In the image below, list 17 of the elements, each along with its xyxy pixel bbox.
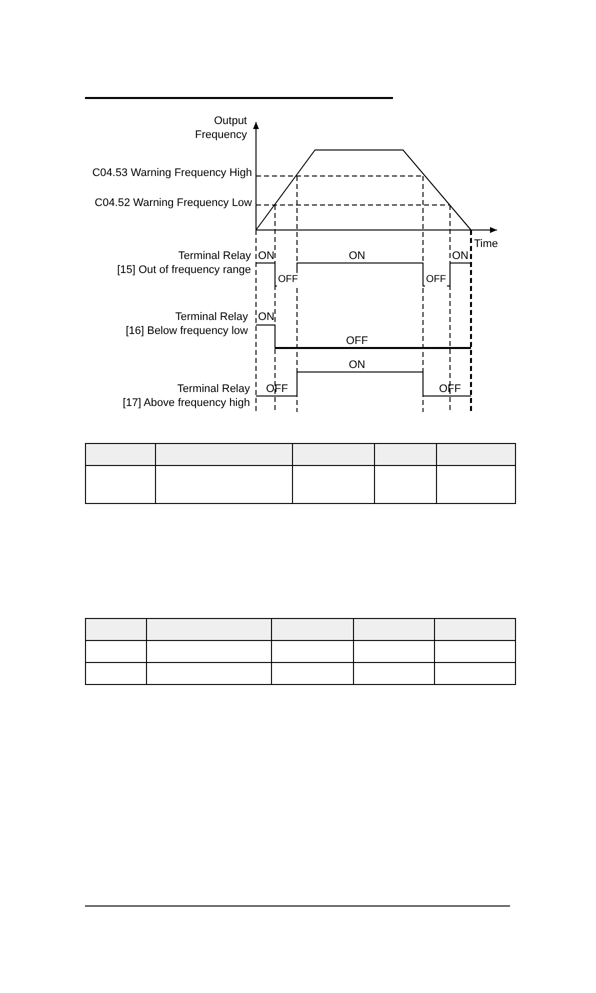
axis-label: Output Frequency	[195, 114, 247, 142]
state-label: OFF	[277, 273, 299, 287]
state-label: ON	[348, 249, 366, 263]
state-label: ON	[258, 249, 274, 263]
state-label: ON	[452, 249, 468, 263]
signal-name: Terminal Relay [16] Below frequency low	[126, 310, 248, 338]
state-label: OFF	[439, 382, 461, 396]
threshold-label: C04.52 Warning Frequency Low	[94, 196, 252, 210]
state-label: OFF	[425, 273, 447, 287]
threshold-label: C04.53 Warning Frequency High	[92, 166, 252, 180]
state-label: ON	[258, 310, 274, 324]
state-label: OFF	[266, 382, 288, 396]
signal-name: Terminal Relay [17] Above frequency high	[122, 382, 250, 410]
state-label: OFF	[346, 334, 368, 348]
axis-label: Time	[474, 237, 498, 251]
state-label: ON	[348, 358, 366, 372]
signal-name: Terminal Relay [15] Out of frequency range	[117, 249, 251, 277]
